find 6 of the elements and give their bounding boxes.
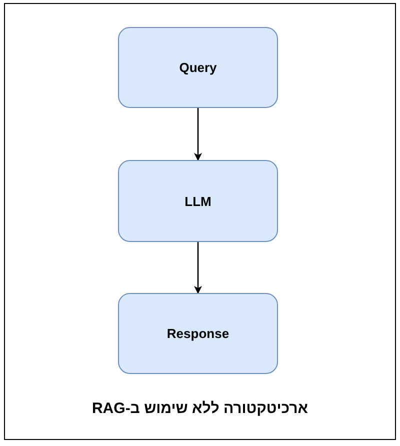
arrow: [194, 242, 202, 294]
process-box: LLM: [118, 160, 278, 242]
arrow: [194, 108, 202, 161]
caption: ארכיטקטורה ללא שימוש ב-RAG: [90, 400, 310, 417]
process-box: Query: [118, 27, 278, 108]
process-box: Response: [118, 293, 278, 374]
